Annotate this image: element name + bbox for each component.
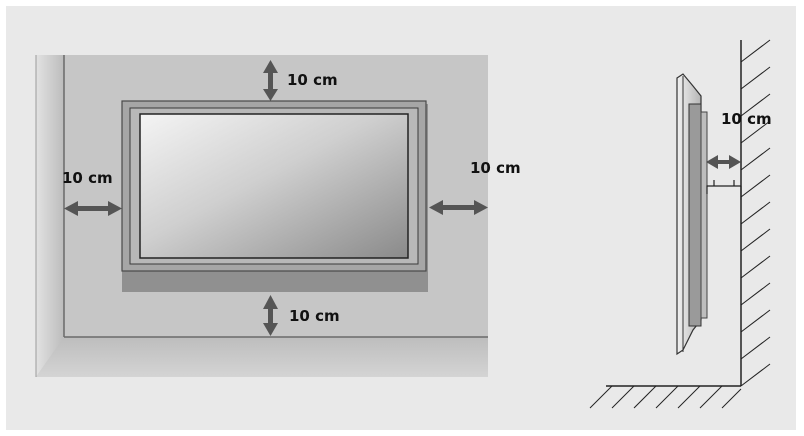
wall-hatch-icon [740,39,771,387]
side-clearance-arrow [706,155,741,169]
floor-hatch-icon [589,385,742,409]
floor [36,337,488,377]
side-view: 10 cm [589,39,772,409]
right-clearance-label: 10 cm [470,159,521,177]
tv-screen [139,113,409,259]
top-clearance-arrow [263,60,278,101]
tv-side-profile [676,73,708,356]
top-clearance-label: 10 cm [287,71,338,89]
left-side-wall [36,55,64,377]
wall-bracket [706,180,742,200]
left-clearance-arrow [64,201,122,216]
front-view: 10 cm 10 cm 10 cm 10 cm [35,55,521,377]
bottom-clearance-label: 10 cm [289,307,340,325]
left-clearance-label: 10 cm [62,169,113,187]
side-clearance-label: 10 cm [721,110,772,128]
right-clearance-arrow [429,200,488,215]
bottom-clearance-arrow [263,295,278,336]
